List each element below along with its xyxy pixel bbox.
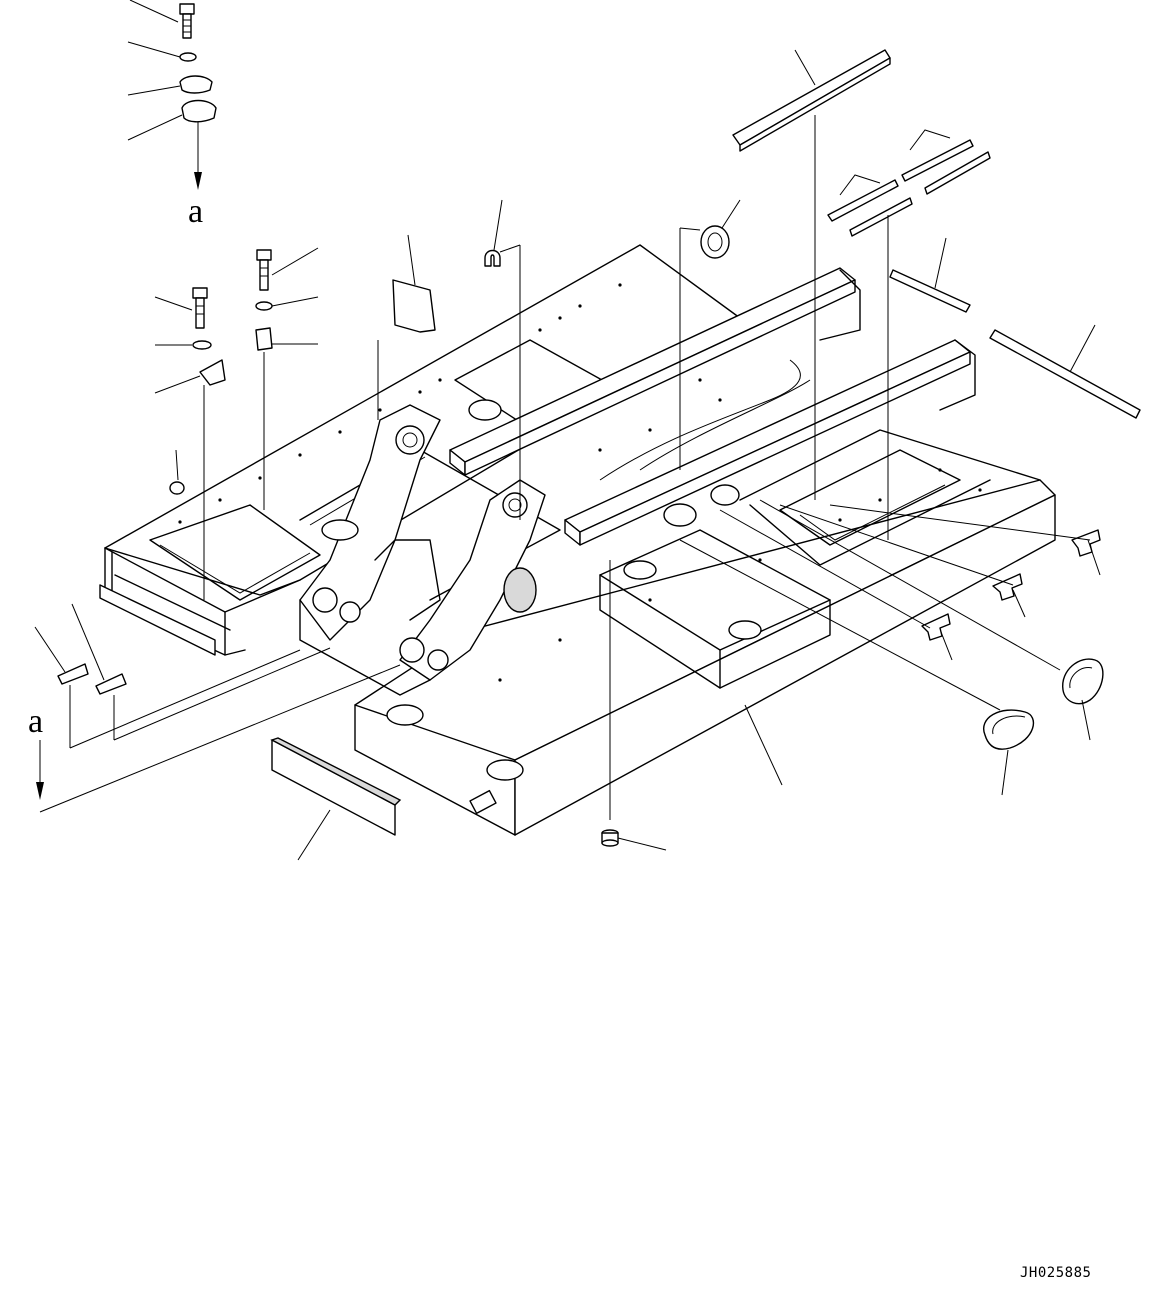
- clip-icon: [179, 75, 213, 94]
- seal-icon: [181, 99, 217, 123]
- side-strip-2: [989, 329, 1141, 419]
- plug-cap: [601, 560, 619, 847]
- bracket-hole: [503, 567, 537, 613]
- grommet-top: [679, 225, 730, 470]
- drawing-code: JH025885: [1020, 1265, 1091, 1281]
- callout-leaders: [34, 0, 1101, 861]
- boom-pin-boss-right: [502, 492, 528, 518]
- bolt-head-icon: [179, 3, 195, 15]
- cross-beams: [449, 267, 976, 546]
- clips-left: [57, 647, 331, 749]
- right-beam-face: [514, 494, 1056, 836]
- left-step: [99, 584, 216, 656]
- reference-mark-bottom: a: [28, 703, 43, 740]
- pads-top-right: [827, 129, 991, 540]
- grommets-right: [983, 658, 1104, 750]
- nameplate: [469, 789, 497, 815]
- seal-strip-top: [732, 49, 891, 500]
- nut-icon: [169, 481, 185, 495]
- hook-clip-icon: [484, 249, 501, 267]
- boom-bracket: [299, 404, 546, 696]
- bolt-set-a: [179, 3, 217, 190]
- reference-mark-top: a: [188, 193, 203, 230]
- boom-pin-boss-left: [395, 425, 425, 455]
- frame-bolt-holes: [178, 283, 982, 682]
- boom-bracket-right-plate: [399, 479, 546, 681]
- cover-plate: [377, 279, 436, 420]
- bolt-set-b: [169, 249, 273, 600]
- washer-icon: [179, 52, 197, 62]
- side-strip-1: [889, 269, 971, 313]
